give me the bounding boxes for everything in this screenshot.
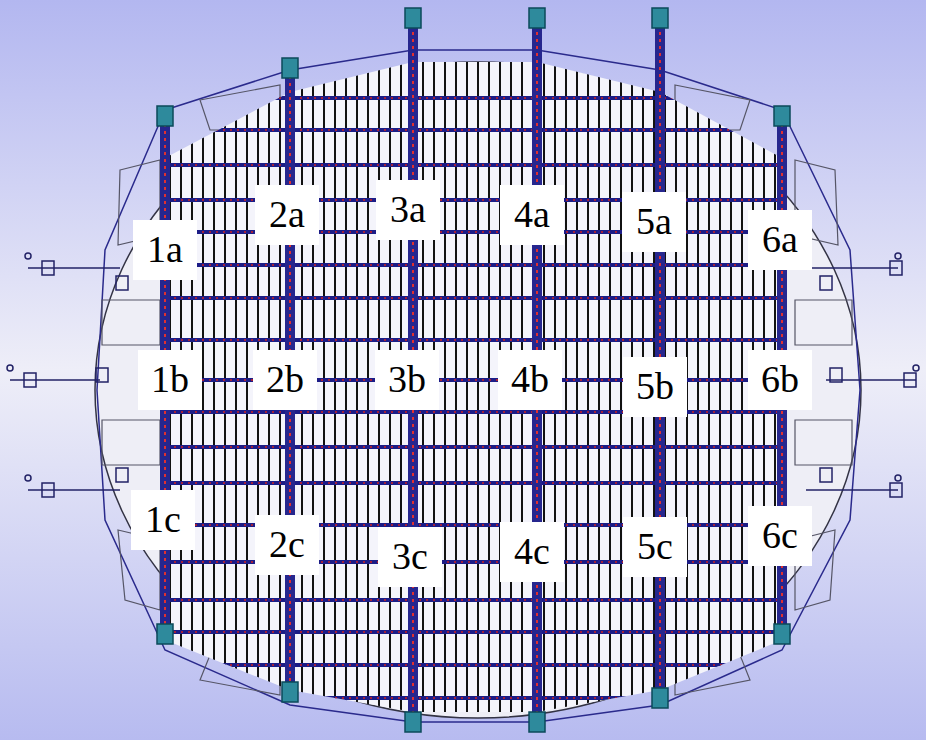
label-box: 3c xyxy=(378,527,442,587)
label-box: 6b xyxy=(748,350,812,410)
side-outriggers xyxy=(7,253,919,497)
horizontal-beams xyxy=(160,98,790,698)
part-label: 6c xyxy=(762,515,798,557)
label-box: 2b xyxy=(253,350,317,410)
part-label: 2c xyxy=(269,524,305,566)
part-label: 4b xyxy=(511,359,549,401)
label-box: 1a xyxy=(133,220,197,280)
label-box: 4c xyxy=(500,522,564,582)
label-box: 3b xyxy=(375,350,439,410)
label-box: 5a xyxy=(622,192,686,252)
part-label: 1b xyxy=(151,359,189,401)
part-label: 5b xyxy=(636,366,674,408)
part-label: 2a xyxy=(269,194,305,236)
vertical-girders xyxy=(160,18,787,723)
part-label: 6b xyxy=(761,359,799,401)
part-label: 3b xyxy=(388,359,426,401)
part-label: 5c xyxy=(637,526,673,568)
part-label: 1a xyxy=(147,229,183,271)
part-label: 4c xyxy=(514,531,550,573)
girder-end-caps xyxy=(157,8,790,732)
hull-inner-outline xyxy=(97,50,860,722)
label-box: 4b xyxy=(498,350,562,410)
label-box: 2c xyxy=(255,515,319,575)
part-label: 3c xyxy=(392,536,428,578)
part-label: 6a xyxy=(762,219,798,261)
stiffener-field xyxy=(165,60,782,715)
label-box: 5c xyxy=(623,517,687,577)
part-label: 1c xyxy=(145,499,181,541)
label-box: 3a xyxy=(376,180,440,240)
part-label: 2b xyxy=(266,359,304,401)
label-box: 6a xyxy=(748,210,812,270)
label-box: 5b xyxy=(623,357,687,417)
part-label: 3a xyxy=(390,189,426,231)
label-box: 4a xyxy=(500,185,564,245)
label-box: 1b xyxy=(138,350,202,410)
part-label: 5a xyxy=(636,201,672,243)
label-box: 1c xyxy=(131,490,195,550)
label-box: 2a xyxy=(255,185,319,245)
label-box: 6c xyxy=(748,506,812,566)
part-label: 4a xyxy=(514,194,550,236)
